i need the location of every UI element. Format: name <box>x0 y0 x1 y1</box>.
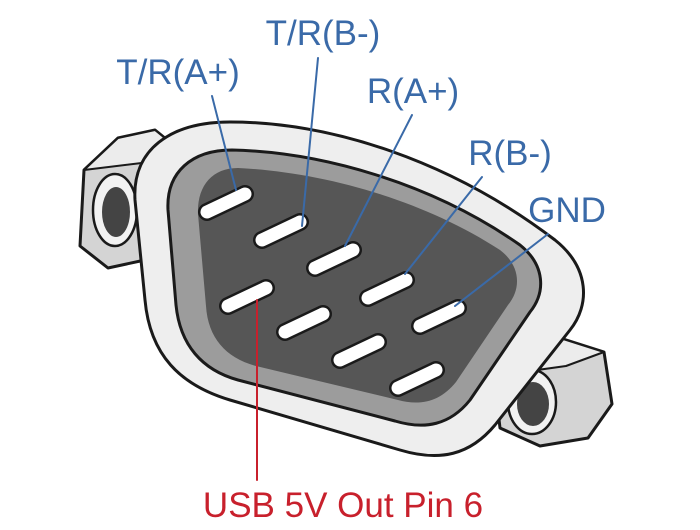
leader-line-pin-5 <box>454 233 549 307</box>
pin-row-bottom <box>219 279 445 397</box>
pin-label-r-a-plus: R(A+) <box>367 72 459 111</box>
leader-line-pin-2 <box>301 57 319 227</box>
leader-lines <box>211 57 549 481</box>
pin-label-tr-a-plus: T/R(A+) <box>116 53 239 92</box>
pin-label-r-b-minus: R(B-) <box>468 134 552 173</box>
leader-line-pin-4 <box>404 176 483 275</box>
leader-line-pin-1 <box>211 95 237 191</box>
pin-label-tr-b-minus: T/R(B-) <box>266 14 381 53</box>
pin-label-gnd: GND <box>528 191 606 230</box>
db9-male-connector-icon <box>133 120 585 457</box>
pin-labels: T/R(A+) T/R(B-) R(A+) R(B-) GND USB 5V O… <box>116 14 606 525</box>
pin-row-top <box>198 185 467 335</box>
leader-line-pin-3 <box>344 114 413 247</box>
pin-label-usb-5v: USB 5V Out Pin 6 <box>203 486 483 525</box>
